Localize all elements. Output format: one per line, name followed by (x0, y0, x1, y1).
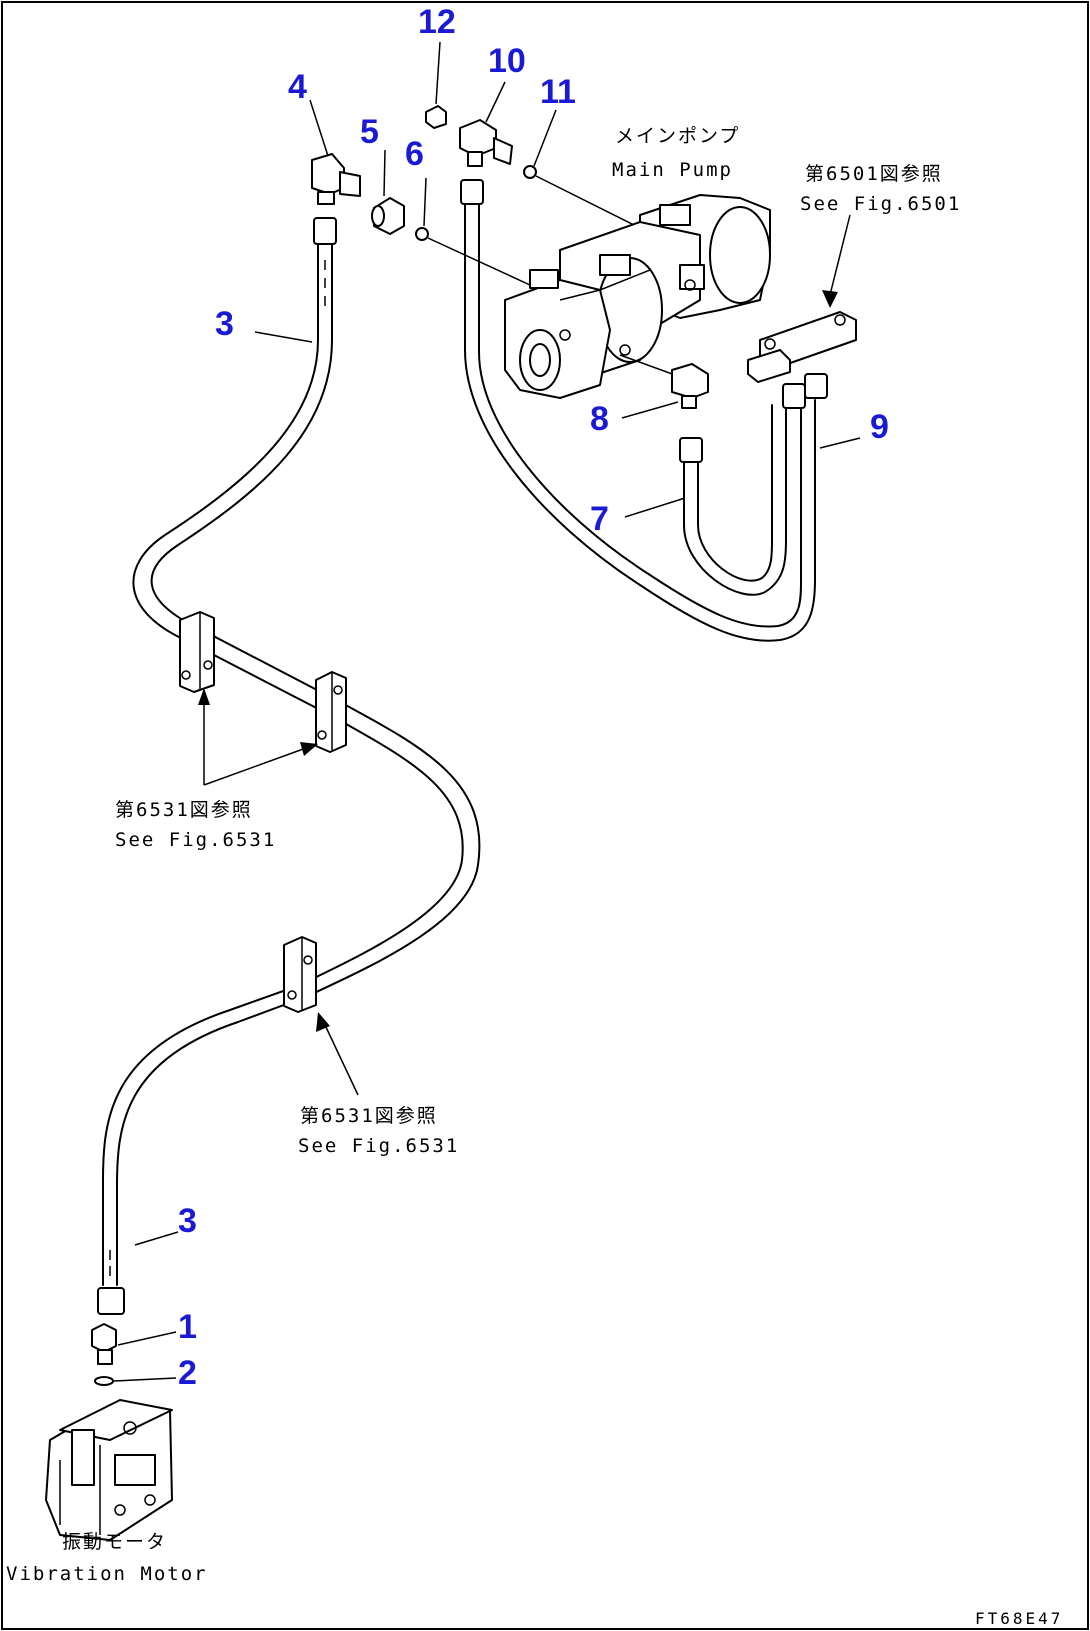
fitting-4-elbow (311, 153, 361, 205)
main-pump (504, 194, 771, 399)
clamp-upper-left (179, 611, 215, 693)
label-ref-6531-lower-jp: 第6531図参照 (300, 1105, 438, 1127)
o-ring-2 (94, 1376, 114, 1386)
hose-3-outline (116, 244, 481, 1286)
hose-7-outline (697, 404, 773, 582)
fitting-8-elbow (619, 354, 709, 409)
callout-12: 12 (418, 3, 456, 41)
drawing-code: FT68E47 (975, 1609, 1063, 1628)
callout-4: 4 (288, 68, 307, 106)
callout-8: 8 (590, 400, 609, 438)
callout-2: 2 (178, 1354, 197, 1392)
hose-7-top-nut (679, 437, 703, 463)
label-motor-en: Vibration Motor (6, 1563, 208, 1585)
label-motor-jp: 振動モータ (62, 1531, 167, 1553)
callout-10: 10 (488, 42, 526, 80)
label-ref-6501-en: See Fig.6501 (800, 193, 961, 215)
callout-5: 5 (360, 113, 379, 151)
plug-12 (425, 105, 447, 129)
fitting-5-adapter (371, 197, 405, 235)
hose-3-top-nut (313, 217, 337, 245)
label-main-pump-jp: メインポンプ (615, 125, 740, 147)
o-ring-11 (523, 165, 537, 179)
manifold-block (747, 311, 857, 383)
fitting-1-connector (91, 1323, 117, 1365)
clamp-lower (283, 936, 317, 1013)
fitting-10-tee (459, 119, 513, 167)
vibration-motor (45, 1399, 173, 1541)
label-ref-6531-upper-en: See Fig.6531 (115, 829, 276, 851)
label-main-pump-en: Main Pump (612, 159, 733, 181)
callout-6: 6 (405, 135, 424, 173)
clamp-upper-mid (315, 671, 347, 753)
hose-loop-top-nut (460, 179, 484, 205)
hose-pump-loop (464, 204, 816, 642)
callout-1: 1 (178, 1308, 197, 1346)
callout-3-upper: 3 (215, 305, 234, 343)
hose-pump-loop-outline (478, 204, 802, 628)
callout-7: 7 (590, 500, 609, 538)
hose-3 (102, 244, 464, 1286)
label-ref-6531-upper-jp: 第6531図参照 (115, 799, 253, 821)
hose-9-nut-right (804, 373, 828, 399)
hose-3-bottom-nut (97, 1287, 125, 1315)
leader-lines (113, 41, 861, 1382)
label-ref-6531-lower-en: See Fig.6531 (298, 1135, 459, 1157)
callout-11: 11 (540, 73, 576, 111)
callout-3-lower: 3 (178, 1202, 197, 1240)
callout-9: 9 (870, 408, 889, 446)
label-ref-6501-jp: 第6501図参照 (805, 163, 943, 185)
hose-9-nut-left (782, 383, 806, 409)
hose-7 (683, 404, 787, 596)
o-ring-6 (415, 227, 429, 241)
hose-3-dashes (109, 260, 326, 1276)
